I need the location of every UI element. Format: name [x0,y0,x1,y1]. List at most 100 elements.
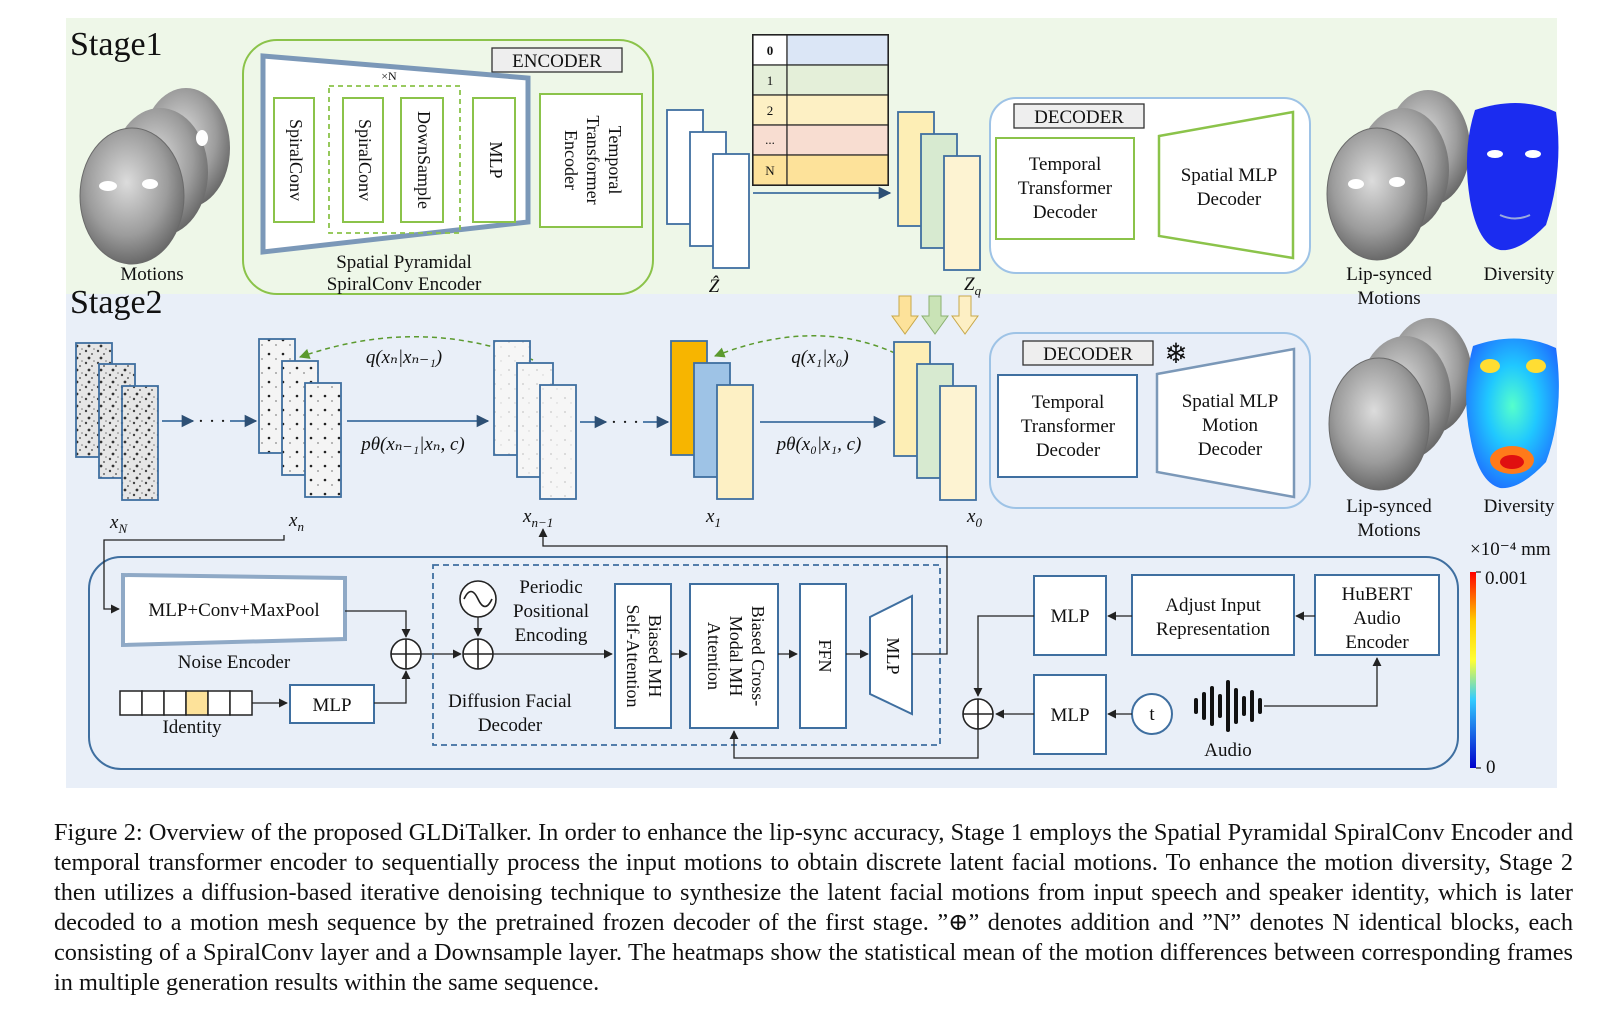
downsample-block [400,97,444,223]
x-1-label: x1 [705,506,721,530]
encoder-mlp-block [472,97,516,223]
stage2-lipsynced-label-2: Motions [1357,520,1420,541]
cross-attention-label: Biased Cross- Modal MH Attention [704,606,768,707]
x-1-stack [670,340,754,500]
figure-caption: Figure 2: Overview of the proposed GLDiT… [54,819,1573,996]
q-1-arc [714,335,904,358]
stage2-spatial-decoder-line2: Motion [1202,415,1258,436]
p-1-label: pθ(x₀|x₁, c) [775,434,862,455]
noise-encoder-block-label: MLP+Conv+MaxPool [148,600,319,621]
audio-to-hubert [1264,657,1382,707]
stage2-title: Stage2 [70,284,163,321]
encoder-trapezoid [260,53,531,255]
svg-text:Biased Cross-: Biased Cross- [748,606,768,707]
mlp-to-xn1 [538,528,948,655]
encoder-header: ENCODER [512,51,602,72]
ffn-label: FFN [815,639,835,672]
svg-text:Self-Attention: Self-Attention [623,605,643,708]
dots-2: · · · [611,412,639,433]
stage1-lipsynced-faces [1326,90,1470,261]
x-0-stack [893,341,977,501]
stage1-diversity-heatmap [1466,102,1559,251]
z-q-label: Zq [964,274,982,298]
svg-text:Attention: Attention [704,622,724,690]
time-mlp-label: MLP [1050,705,1089,726]
snowflake-icon: ❄ [1164,339,1187,370]
temporal-encoder-label: Temporal Transformer Encoder [561,115,625,204]
hubert-line3: Encoder [1345,632,1409,653]
x-n-stack [258,338,342,498]
colorbar-max: 0.001 [1485,568,1528,589]
stage2-spatial-decoder-line3: Decoder [1198,439,1263,460]
spiralconv-label-1: SpiralConv [286,119,306,201]
adjust-line1: Adjust Input [1165,595,1261,616]
codebook-index-dots: ... [765,132,775,147]
self-attention-label: Biased MH Self-Attention [623,605,665,708]
x-n1-label: xn−1 [522,506,553,530]
x-N-stack [75,342,159,501]
svg-text:Temporal: Temporal [605,126,625,195]
output-mlp-block [869,594,913,716]
stage1-lipsynced-label-2: Motions [1357,288,1420,309]
svg-text:Biased MH: Biased MH [645,615,665,698]
add-circle-2 [462,638,494,670]
sine-wave-icon [459,580,497,618]
temporal-encoder-block [539,93,643,228]
stage2-temporal-decoder-line1: Temporal [1032,392,1105,413]
noise-encoder-label: Noise Encoder [178,652,291,673]
identity-vector [119,690,253,716]
x-N-label: xN [109,512,128,536]
architecture-diagram: Stage1 Stage2 Motions ENCODER ×N SpiralC… [66,18,1559,788]
encoder-container [242,39,654,295]
stage1-spatial-decoder-line2: Decoder [1197,189,1262,210]
stage1-decoder-header-box [1013,103,1145,129]
noise-to-add [345,610,411,638]
mlp-to-add [374,670,411,704]
audio-mlp-to-add [973,615,1034,697]
q-n-label: q(xₙ|xₙ₋₁) [366,347,442,368]
codebook-index-0: 0 [767,43,774,58]
encoder-mlp-label: MLP [486,141,506,178]
stage2-lipsynced-faces [1328,318,1472,491]
diffusion-module-container [88,556,1459,770]
colorbar-unit: ×10⁻⁴ mm [1470,539,1551,560]
stage1-temporal-decoder-line2: Transformer [1018,178,1113,199]
motions-label: Motions [120,264,183,285]
colorbar [1470,572,1476,768]
stage2-decoder-header: DECODER [1043,344,1133,365]
codebook-index-n: N [765,163,775,178]
stage2-spatial-decoder [1155,347,1296,499]
spiralconv-block-2 [342,97,384,223]
adjust-block [1131,574,1295,656]
diffusion-decoder-label-1: Diffusion Facial [448,691,572,712]
dots-1: · · · [198,411,226,432]
add-circle-1 [390,638,422,670]
hubert-line1: HuBERT [1342,584,1413,605]
q-1-label: q(x₁|x₀) [791,347,848,368]
hubert-line2: Audio [1353,608,1401,629]
stage1-spatial-decoder-line1: Spatial MLP [1181,165,1278,186]
codebook [752,34,889,186]
svg-text:Encoder: Encoder [561,130,581,190]
periodic-label-1: Periodic [519,577,582,598]
stage2-decoder-header-box [1022,340,1154,366]
ffn-block [799,583,847,729]
zq-to-x0-arrows [891,295,979,335]
audio-waveform-icon [1194,680,1262,732]
repeat-label: ×N [381,69,397,83]
encoder-caption-2: SpiralConv Encoder [327,274,482,295]
z-hat-stack [666,109,750,269]
adjust-line2: Representation [1156,619,1270,640]
hubert-block [1314,574,1440,656]
diffusion-decoder-label-2: Decoder [478,715,543,736]
stage1-temporal-decoder-line3: Decoder [1033,202,1098,223]
identity-label: Identity [162,717,222,738]
xn-to-noise-encoder [103,535,285,614]
diffusion-decoder-dashed [432,564,941,746]
cross-attention-block [689,583,779,729]
z-hat-label: Ẑ [709,275,720,297]
x-n1-stack [493,340,577,500]
add-circle-3 [962,698,994,730]
stage1-spatial-decoder [1157,110,1295,260]
encoder-caption-1: Spatial Pyramidal [336,252,472,273]
